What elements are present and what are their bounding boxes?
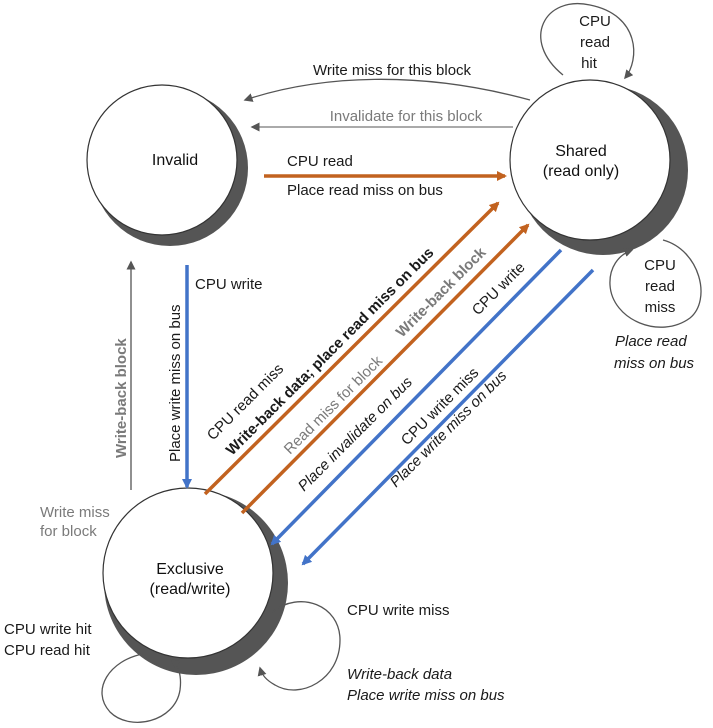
- shared-read-miss-line3: miss: [645, 299, 676, 316]
- arrow-write-miss-this-block: [243, 78, 531, 102]
- exclusive-write-miss-for-block-line1: Write miss: [40, 504, 110, 521]
- invalid-place-read-miss-label: Place read miss on bus: [287, 182, 443, 199]
- arrow-shared-to-exclusive-write-miss: [301, 268, 595, 566]
- arrow-shared-to-exclusive-cpu-write: [270, 248, 563, 546]
- shared-read-hit-line1: CPU: [579, 13, 611, 30]
- state-invalid-label: Invalid: [152, 152, 198, 169]
- exclusive-writeback-line1: Write-back data: [347, 666, 452, 683]
- shared-read-hit-line2: read: [580, 34, 610, 51]
- loop-shared-read-miss: [609, 239, 702, 328]
- state-shared-label: Shared: [555, 143, 607, 160]
- invalidate-this-block-label: Invalidate for this block: [330, 108, 483, 125]
- exclusive-hits-line2: CPU read hit: [4, 642, 91, 659]
- shared-read-hit-line3: hit: [581, 55, 598, 72]
- state-exclusive-sublabel: (read/write): [150, 581, 231, 598]
- shared-place-read-miss-line2: miss on bus: [614, 355, 695, 372]
- shared-place-read-miss-line1: Place read: [615, 333, 687, 350]
- shared-cpu-write-label: CPU write: [469, 259, 529, 319]
- state-invalid: Invalid: [86, 84, 248, 246]
- state-exclusive-label: Exclusive: [156, 561, 224, 578]
- exclusive-hits-line1: CPU write hit: [4, 621, 92, 638]
- state-shared-sublabel: (read only): [543, 163, 619, 180]
- exclusive-write-miss-label: CPU write miss: [347, 602, 450, 619]
- exclusive-writeback-line2: Place write miss on bus: [347, 687, 505, 704]
- exclusive-write-miss-for-block-line2: for block: [40, 523, 97, 540]
- state-shared-circle: [509, 79, 671, 241]
- shared-read-miss-line2: read: [645, 278, 675, 295]
- arrow-exclusive-to-shared-cpu-read-miss: [203, 201, 500, 496]
- loop-exclusive-hits: [101, 653, 182, 723]
- loop-exclusive-write-miss: [257, 601, 341, 691]
- exclusive-write-back-block-label: Write-back block: [113, 338, 130, 458]
- loop-shared-read-hit: [540, 2, 635, 80]
- arrow-exclusive-to-shared-read-miss: [240, 223, 530, 515]
- state-exclusive: Exclusive (read/write): [102, 487, 288, 675]
- invalid-cpu-read-label: CPU read: [287, 153, 353, 170]
- invalid-cpu-write-label: CPU write: [195, 276, 263, 293]
- invalid-place-write-miss-label: Place write miss on bus: [167, 304, 184, 462]
- state-invalid-circle: [86, 84, 238, 236]
- shared-read-miss-line1: CPU: [644, 257, 676, 274]
- write-miss-this-block-label: Write miss for this block: [313, 62, 472, 79]
- state-shared: Shared (read only): [509, 79, 688, 255]
